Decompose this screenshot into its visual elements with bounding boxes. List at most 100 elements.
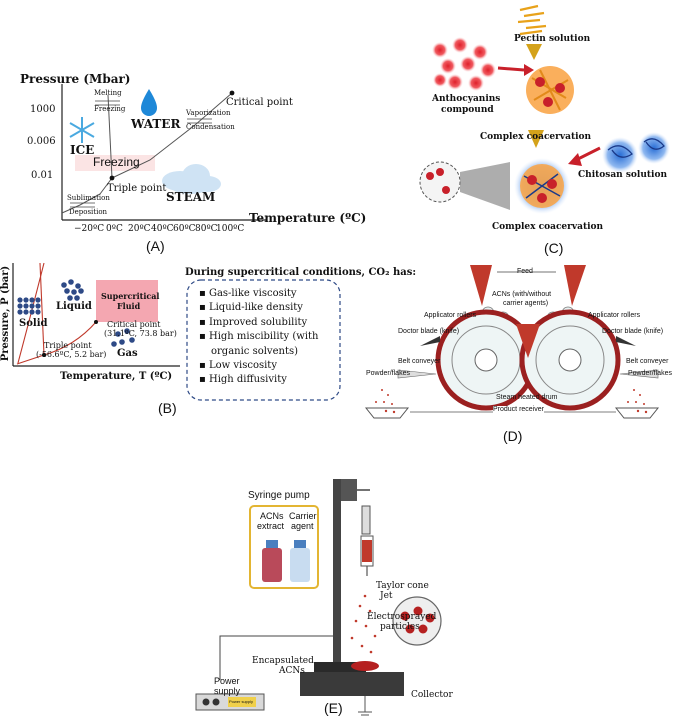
feed-funnel-right [564,265,586,306]
panel-b-label: (B) [158,400,177,416]
a-triple-point: Triple point [107,183,167,194]
d-acns-2: carrier agents) [503,300,549,307]
b-supercritical-2: Fluid [117,301,141,311]
a-ice-label: ICE [70,143,95,157]
a-y-tick: 0.01 [31,170,54,181]
snowflake-icon [69,117,95,143]
b-y-axis-title: Pressure, P (bar) [0,265,12,362]
b-gas: Gas [117,348,138,359]
b-properties-list: ▪ Gas-like viscosity ▪ Liquid-like densi… [199,287,318,388]
d-feed: Feed [517,268,533,275]
bottles-box [249,505,319,589]
e-acns-2: extract [257,521,285,531]
d-doctor-left: Doctor blade (knife) [398,328,460,335]
a-x-tick: 0ºC [106,224,123,234]
b-properties-heading: During supercritical conditions, CO₂ has… [185,267,417,278]
b-property-item: ▪ Gas-like viscosity [199,288,297,299]
a-x-tick: 100ºC [216,224,245,234]
d-acns-1: ACNs (with/without [492,291,552,298]
stand-pole [333,479,341,689]
particles-zoom-circle [392,596,442,646]
stand-base [300,672,404,696]
a-sublimation: Sublimation [67,194,110,202]
a-y-tick: 0.006 [27,136,56,147]
panel-c-label: (C) [544,240,564,256]
a-x-axis-title: Temperature (ºC) [249,211,367,225]
e-syringe-pump: Syringe pump [248,490,310,501]
a-vaporization: Vaporization [186,109,231,117]
a-melting: Melting [94,89,122,97]
d-powder-left: Powder/flakes [366,370,410,377]
panel-b-co2-phase-diagram: Pressure, P (bar) Temperature, T (ºC) So… [0,258,416,420]
e-encap-2-page: ACNs [279,666,305,676]
d-applicator-left: Applicator rollers [424,312,477,319]
c-pectin: Pectin solution [514,34,591,44]
d-drum: Steam heated drum [496,394,558,401]
c-chitosan: Chitosan solution [578,170,668,180]
b-supercritical-1: Supercritical [101,291,160,301]
b-property-item: ▪ Improved solubility [199,316,308,328]
b-liquid: Liquid [56,301,92,312]
d-receiver: Product receiver [493,406,544,413]
e-encap-1-page: Encapsulated [252,656,314,666]
d-doctor-right: Doctor blade (knife) [602,328,664,335]
feed-funnel-left [470,265,492,306]
b-critical-2: (31.1ºC, 73.8 bar) [104,329,177,338]
panel-a-phase-diagram-water: Pressure (Mbar) 1000 0.006 0.01 Temperat… [0,0,366,255]
carrier-bottle [290,548,310,582]
panel-e-electrospraying: Syringe pump ACNs extract Carrier agent … [190,466,450,719]
a-x-tick: −20ºC [74,224,105,234]
properties-dashed-box [186,279,341,401]
b-property-item: ▪ High diffusivity [199,374,287,386]
anthocyanins-dots-icon [432,37,496,91]
d-belt-right: Belt conveyer [626,358,669,365]
panel-e-label: (E) [324,700,343,716]
e-psu-screen: Power supply [229,699,254,704]
e-collector-page: Collector [411,690,453,700]
gas-molecules-icon [111,328,135,347]
b-property-item: ▪ Low viscosity [199,360,277,372]
c-coacervation-top: Complex coacervation [480,132,592,142]
panel-e-graphics [195,479,442,716]
product-receiver-left [364,407,410,419]
e-power-1-page: Power [214,676,240,686]
panel-c-complex-coacervation: Pectin solution Anthocyanins compound Co… [410,0,676,260]
a-x-tick: 80ºC [195,224,218,234]
acns-bottle [262,548,282,582]
d-belt-left: Belt conveyer [398,358,441,365]
e-power-2-page: supply [214,686,241,696]
product-receiver-right [614,407,660,419]
d-powder-right: Powder/flakes [628,370,672,377]
e-acns-1: ACNs [260,511,284,521]
a-x-tick: 60ºC [173,224,196,234]
b-triple-1: Triple point [44,341,92,350]
panel-d-label: (D) [503,428,523,444]
b-critical-1: Critical point [107,320,161,329]
a-critical-point: Critical point [226,97,293,108]
panel-b-graphics [12,262,341,401]
b-x-axis-title: Temperature, T (ºC) [60,371,173,382]
complex-cluster-middle [526,66,574,114]
pectin-strands-icon [517,4,547,36]
c-coacervation-bottom: Complex coacervation [492,222,604,232]
a-x-tick: 20ºC [128,224,151,234]
c-anthocyanins-1: Anthocyanins [432,94,501,104]
a-x-tick: 40ºC [151,224,174,234]
chitosan-blobs-icon [602,132,670,173]
a-water-label: WATER [131,117,181,131]
panel-d-graphics [364,265,660,419]
panel-a-graphics [61,84,266,221]
b-property-item: ▪ Liquid-like density [199,302,303,314]
e-carrier-1: Carrier [289,511,317,521]
panel-c-graphics [419,4,670,214]
cloud-icon [162,164,221,194]
a-deposition: Deposition [69,208,108,216]
e-electro-1-page: Electrosprayed [367,612,437,622]
e-jet: Jet [380,591,393,601]
e-taylor: Taylor cone [376,581,429,591]
d-applicator-right: Applicator rollers [588,312,641,319]
a-condensation: Condensation [186,123,235,131]
b-solid: Solid [19,318,48,329]
a-steam-label: STEAM [166,190,216,204]
b-property-item: organic solvents) [211,345,298,357]
